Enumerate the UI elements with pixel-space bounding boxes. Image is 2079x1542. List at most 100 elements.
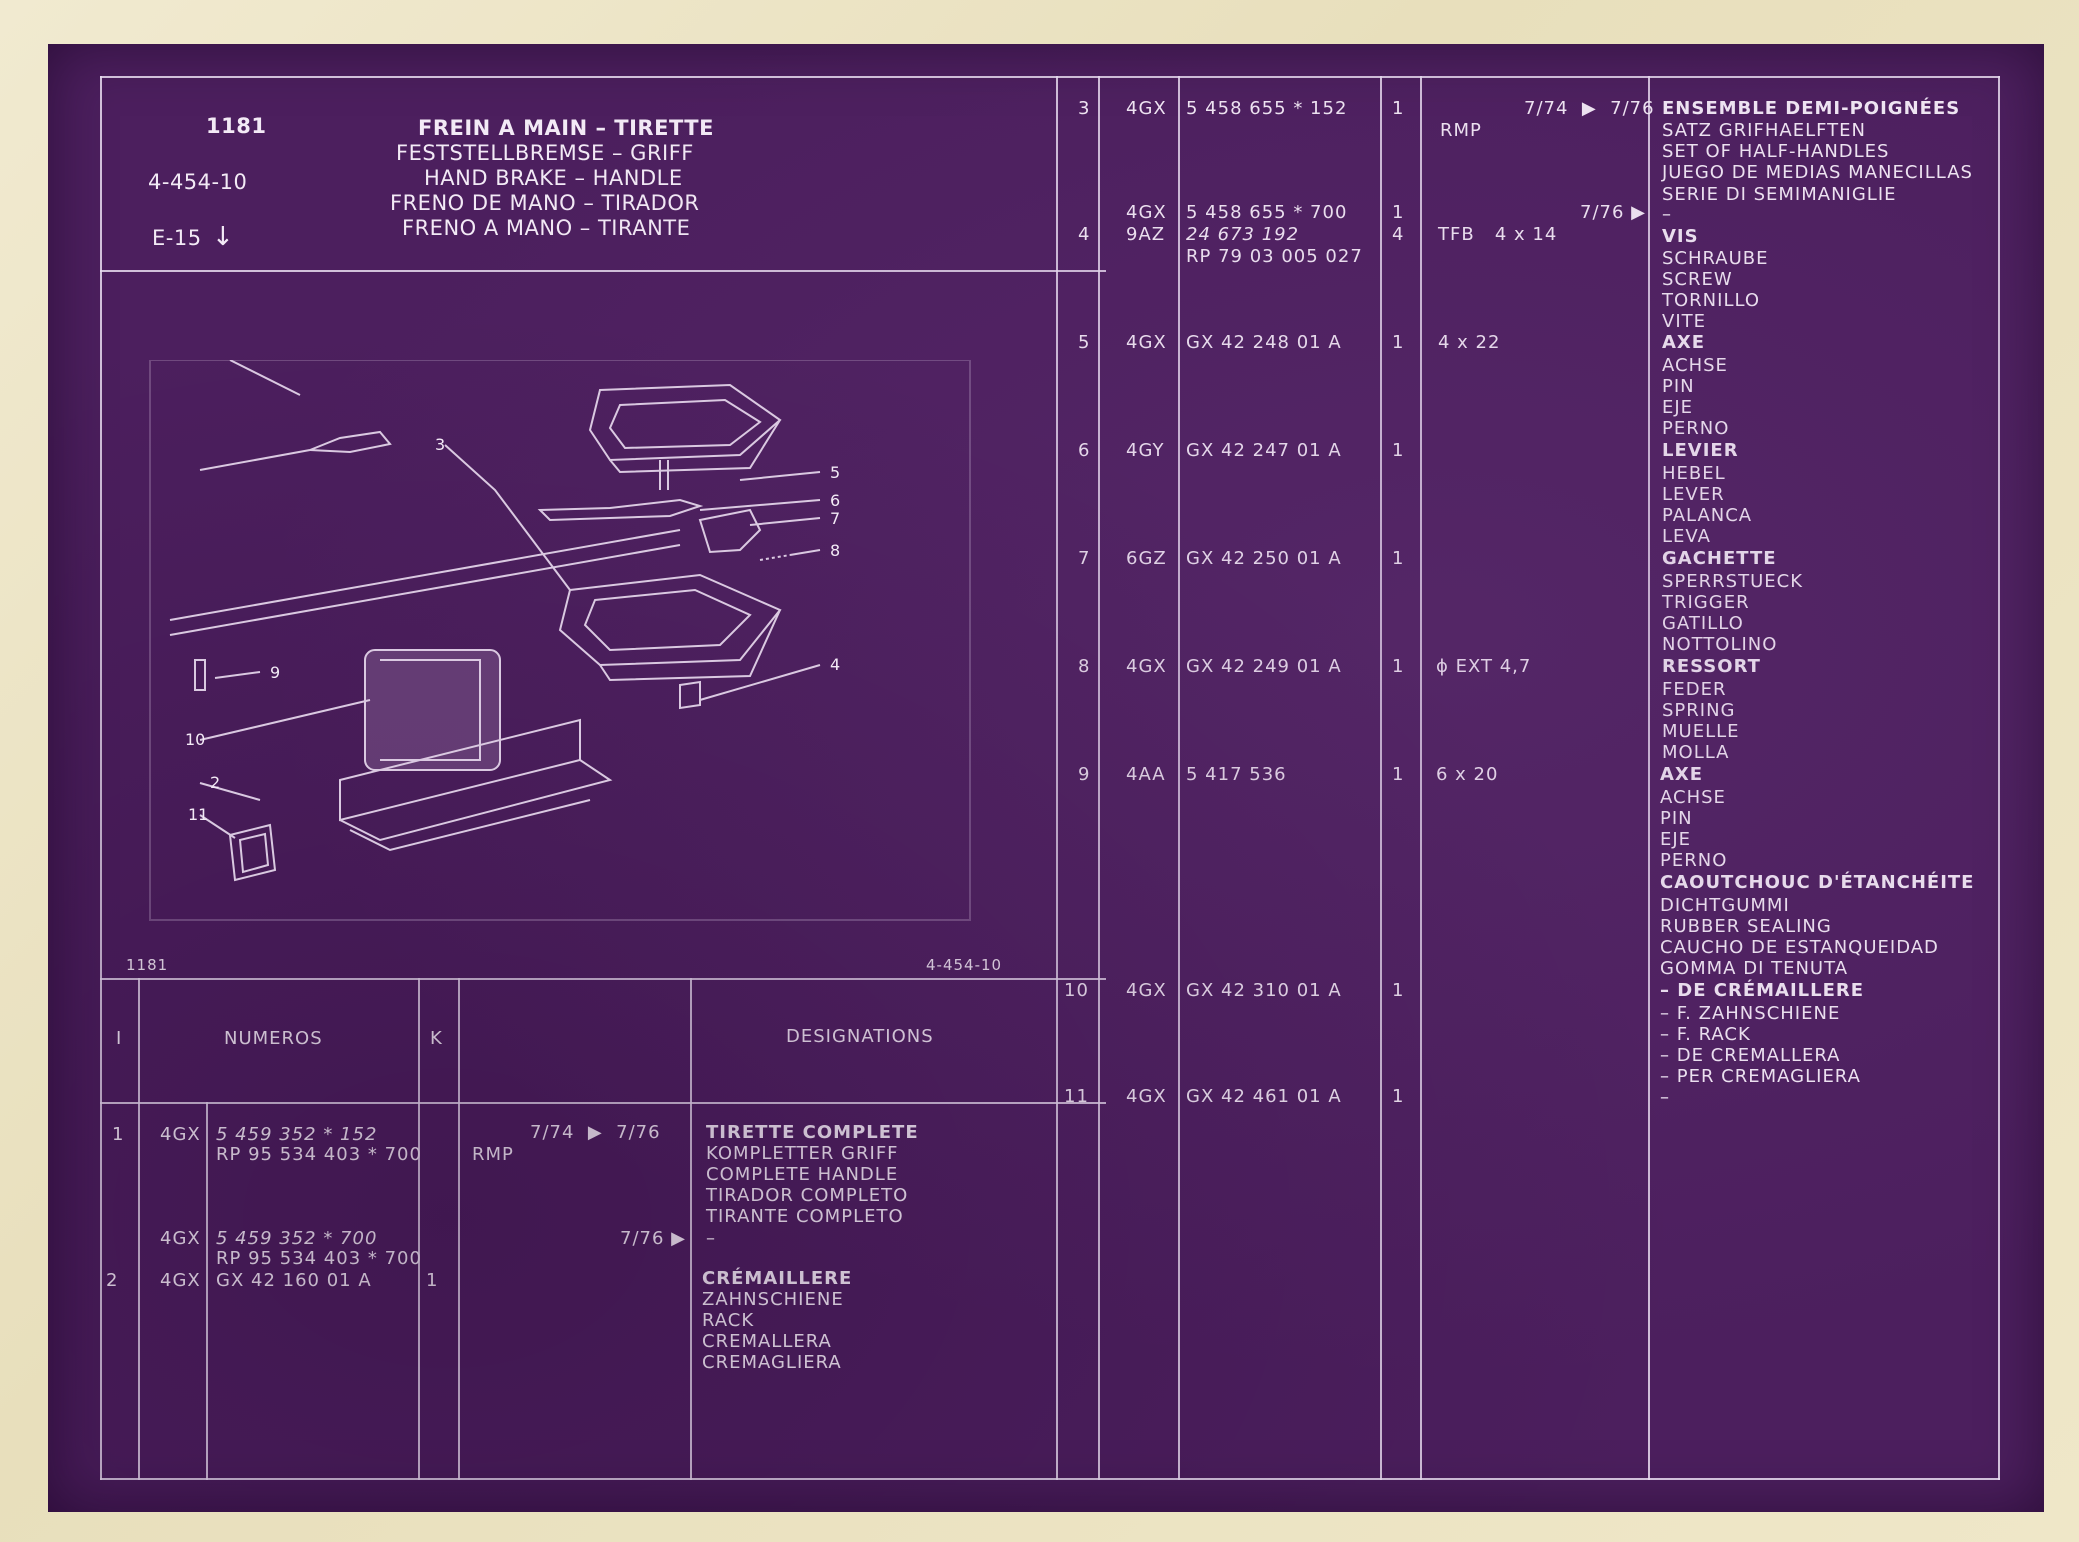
row-part: 24 673 192	[1186, 224, 1300, 245]
row-code: 9AZ	[1126, 224, 1166, 245]
svg-text:1: 1	[220, 360, 230, 364]
col-numeros-right	[418, 978, 420, 1480]
row-desig: CREMALLERA	[702, 1331, 832, 1352]
row-desig: TIRETTE COMPLETE	[706, 1122, 919, 1143]
row-desig: CREMAGLIERA	[702, 1352, 842, 1373]
col-k-right	[458, 978, 460, 1480]
row-part: GX 42 247 01 A	[1186, 440, 1342, 461]
row-desig: – F. ZAHNSCHIENE	[1660, 1003, 1841, 1024]
row-part: GX 42 310 01 A	[1186, 980, 1342, 1001]
row-part: GX 42 248 01 A	[1186, 332, 1342, 353]
row-desig: CRÉMAILLERE	[702, 1268, 853, 1289]
row-desig: TRIGGER	[1662, 592, 1750, 613]
row-index: 5	[1078, 332, 1091, 353]
row-desig: LEVER	[1662, 484, 1725, 505]
row-desig: MUELLE	[1662, 721, 1740, 742]
row-index: 6	[1078, 440, 1091, 461]
row-index: 7	[1078, 548, 1091, 569]
plate-number: 1181	[206, 114, 267, 138]
row-desig: PIN	[1662, 376, 1695, 397]
header-divider	[100, 270, 1106, 272]
row-desig: SPRING	[1662, 700, 1736, 721]
row-desig: ENSEMBLE DEMI-POIGNÉES	[1662, 98, 1961, 119]
frame-top	[100, 76, 2000, 78]
row-part: 5 459 352 * 700	[216, 1228, 378, 1249]
row-date: 7/74 ▶ 7/76	[1524, 98, 1655, 119]
title-es: FRENO DE MANO – TIRADOR	[390, 191, 700, 215]
row-note: ϕ EXT 4,7	[1436, 656, 1532, 677]
row-code: 4GX	[1126, 202, 1167, 223]
row-desig: RESSORT	[1662, 656, 1761, 677]
row-index: 2	[106, 1270, 119, 1291]
row-code: 4GX	[1126, 98, 1167, 119]
svg-text:3: 3	[435, 435, 445, 454]
row-desig: FEDER	[1662, 679, 1727, 700]
row-desig: GATILLO	[1662, 613, 1744, 634]
row-part: 5 458 655 * 700	[1186, 202, 1348, 223]
row-part: GX 42 250 01 A	[1186, 548, 1342, 569]
row-desig: –	[1662, 204, 1672, 225]
row-code: 4GX	[160, 1270, 201, 1291]
figure-caption-right: 4-454-10	[926, 956, 1003, 974]
row-desig: SATZ GRIFHAELFTEN	[1662, 120, 1866, 141]
row-note: 6 x 20	[1436, 764, 1499, 785]
svg-text:4: 4	[830, 655, 840, 674]
row-code: 4GX	[1126, 656, 1167, 677]
row-k: 1	[1392, 548, 1405, 569]
row-index: 3	[1078, 98, 1091, 119]
row-desig: EJE	[1660, 829, 1692, 850]
row-desig: TORNILLO	[1662, 290, 1761, 311]
row-index: 11	[1064, 1086, 1089, 1107]
right-col-part	[1380, 76, 1382, 1480]
row-index: 4	[1078, 224, 1091, 245]
row-index: 10	[1064, 980, 1089, 1001]
row-desig: – DE CREMALLERA	[1660, 1045, 1841, 1066]
right-col-k	[1420, 76, 1422, 1480]
row-desig: PERNO	[1662, 418, 1730, 439]
row-desig: PERNO	[1660, 850, 1728, 871]
row-part: GX 42 249 01 A	[1186, 656, 1342, 677]
row-desig: LEVA	[1662, 526, 1711, 547]
center-divider-a	[1056, 76, 1058, 1480]
down-arrow-icon: ↓	[212, 222, 235, 252]
row-code: 4GX	[1126, 332, 1167, 353]
row-desig: GOMMA DI TENUTA	[1660, 958, 1849, 979]
row-desig: – F. RACK	[1660, 1024, 1751, 1045]
title-en: HAND BRAKE – HANDLE	[424, 166, 683, 190]
row-desig: MOLLA	[1662, 742, 1730, 763]
row-desig: VIS	[1662, 226, 1699, 247]
frame-right	[1998, 76, 2000, 1480]
row-k: 1	[1392, 656, 1405, 677]
row-part: RP 79 03 005 027	[1186, 246, 1363, 267]
table-top	[100, 978, 1106, 980]
svg-text:11: 11	[188, 805, 208, 824]
title-de: FESTSTELLBREMSE – GRIFF	[396, 141, 694, 165]
row-desig: CAUCHO DE ESTANQUEIDAD	[1660, 937, 1939, 958]
row-desig: TIRADOR COMPLETO	[706, 1185, 909, 1206]
row-code: 4GY	[1126, 440, 1165, 461]
right-col-note	[1648, 76, 1650, 1480]
model-code: E-15	[152, 226, 202, 250]
row-desig: PALANCA	[1662, 505, 1753, 526]
row-desig: –	[1660, 1087, 1670, 1108]
row-desig: – PER CREMAGLIERA	[1660, 1066, 1861, 1087]
row-desig: – DE CRÉMAILLERE	[1660, 980, 1865, 1001]
row-desig: GACHETTE	[1662, 548, 1777, 569]
title-it: FRENO A MANO – TIRANTE	[402, 216, 691, 240]
svg-text:10: 10	[185, 730, 205, 749]
row-part: 5 458 655 * 152	[1186, 98, 1348, 119]
center-divider-b	[1098, 76, 1100, 1480]
row-note: RMP	[472, 1144, 514, 1165]
svg-text:5: 5	[830, 463, 840, 482]
row-part: 5 459 352 * 152	[216, 1124, 378, 1145]
frame-bottom	[100, 1478, 2000, 1480]
row-k: 1	[1392, 332, 1405, 353]
svg-text:9: 9	[270, 663, 280, 682]
svg-text:8: 8	[830, 541, 840, 560]
row-desig: JUEGO DE MEDIAS MANECILLAS	[1662, 162, 1973, 183]
row-desig: LEVIER	[1662, 440, 1739, 461]
row-part: GX 42 461 01 A	[1186, 1086, 1342, 1107]
row-code: 6GZ	[1126, 548, 1167, 569]
row-part: 5 417 536	[1186, 764, 1287, 785]
row-desig: NOTTOLINO	[1662, 634, 1778, 655]
